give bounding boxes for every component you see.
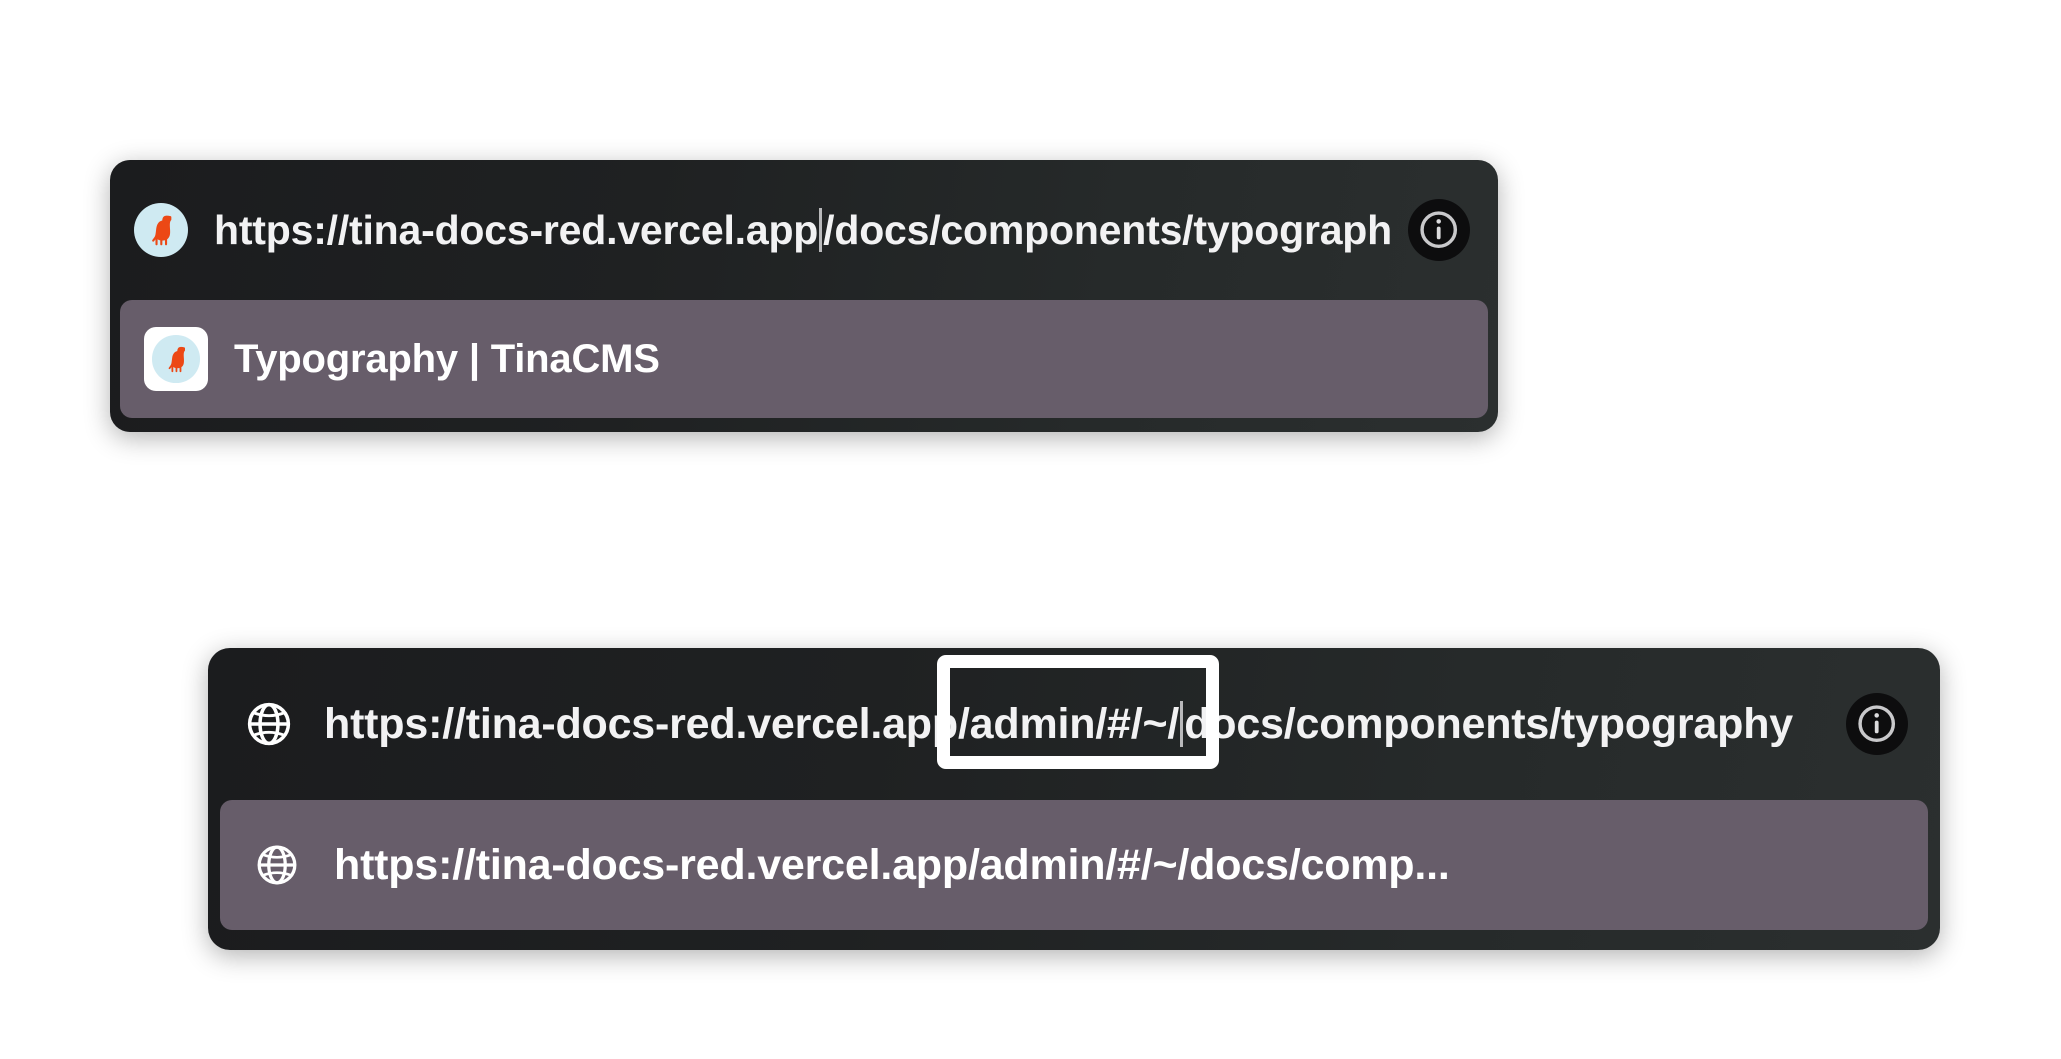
omnibox-panel-tina-docs[interactable]: https://tina-docs-red.vercel.app /docs/c… (110, 160, 1498, 432)
tina-llama-favicon-icon (134, 203, 188, 257)
url-segment-after-caret: /docs/components/typography (823, 206, 1390, 253)
globe-icon (254, 842, 300, 888)
suggestion-row[interactable]: https://tina-docs-red.vercel.app/admin/#… (220, 800, 1928, 930)
omnibox-input-row[interactable]: https://tina-docs-red.vercel.app/admin/#… (208, 648, 1940, 800)
info-circle-icon[interactable] (1846, 693, 1908, 755)
info-circle-icon[interactable] (1408, 199, 1470, 261)
omnibox-url-text[interactable]: https://tina-docs-red.vercel.app /docs/c… (214, 207, 1390, 254)
text-caret (819, 208, 823, 252)
url-segment-before-caret: https://tina-docs-red.vercel.app (214, 206, 819, 253)
suggestion-label: Typography | TinaCMS (234, 336, 660, 381)
suggestion-label: https://tina-docs-red.vercel.app/admin/#… (334, 840, 1450, 889)
globe-icon (244, 699, 294, 749)
text-caret (1180, 701, 1184, 747)
tina-llama-favicon-icon (144, 327, 208, 391)
suggestion-row[interactable]: Typography | TinaCMS (120, 300, 1488, 418)
omnibox-panel-tina-admin[interactable]: https://tina-docs-red.vercel.app/admin/#… (208, 648, 1940, 950)
omnibox-url-text[interactable]: https://tina-docs-red.vercel.app/admin/#… (324, 700, 1828, 749)
omnibox-input-row[interactable]: https://tina-docs-red.vercel.app /docs/c… (110, 160, 1498, 300)
url-segment-before-caret: https://tina-docs-red.vercel.app/admin/#… (324, 699, 1180, 748)
url-segment-after-caret: docs/components/typography (1184, 699, 1793, 748)
